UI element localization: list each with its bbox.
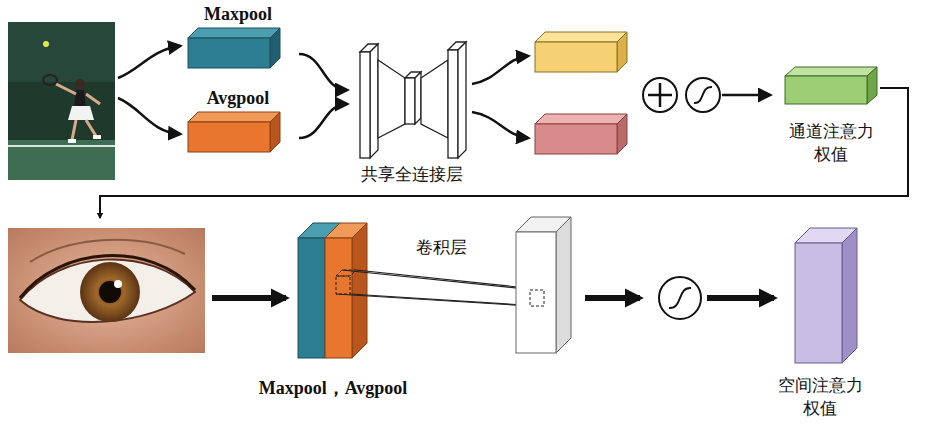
conv-output-block — [516, 217, 571, 353]
node-label: 空间注意力 权值 — [774, 374, 866, 420]
pooled-maps-block — [298, 223, 367, 358]
avgpool-block — [188, 112, 280, 152]
node-label: Maxpool — [204, 2, 272, 26]
weight-box: 通道注意力 权值 — [772, 64, 890, 166]
sigmoid-symbol — [686, 78, 720, 112]
weight-box: 空间注意力 权值 — [770, 226, 870, 420]
mlp-output-avg — [535, 114, 627, 154]
node-label: Maxpool，Avgpool — [259, 376, 408, 400]
eye-photo — [8, 228, 205, 353]
flow-arrow — [299, 54, 347, 90]
node-label: 共享全连接层 — [361, 163, 463, 186]
add-symbol — [643, 78, 677, 112]
pool-box: Maxpool — [178, 2, 298, 72]
mlp-output-max — [535, 32, 627, 72]
operation-label: 卷积层 — [414, 236, 469, 259]
sigmoid-symbol — [659, 277, 701, 319]
channel-weight-block — [785, 67, 877, 104]
flow-arrow — [299, 104, 347, 138]
shared-fc-box: 共享全连接层 — [343, 36, 481, 186]
conv-projection — [336, 270, 546, 306]
shared-fc-shape — [360, 42, 466, 158]
maxpool-block — [188, 28, 280, 68]
tennis-photo — [8, 22, 115, 180]
node-label: 通道注意力 权值 — [785, 120, 877, 166]
pooled-maps-box: Maxpool，Avgpool — [248, 222, 418, 400]
node-label: Avgpool — [207, 86, 270, 110]
pool-box: Avgpool — [178, 86, 298, 156]
spatial-weight-block — [795, 228, 857, 363]
